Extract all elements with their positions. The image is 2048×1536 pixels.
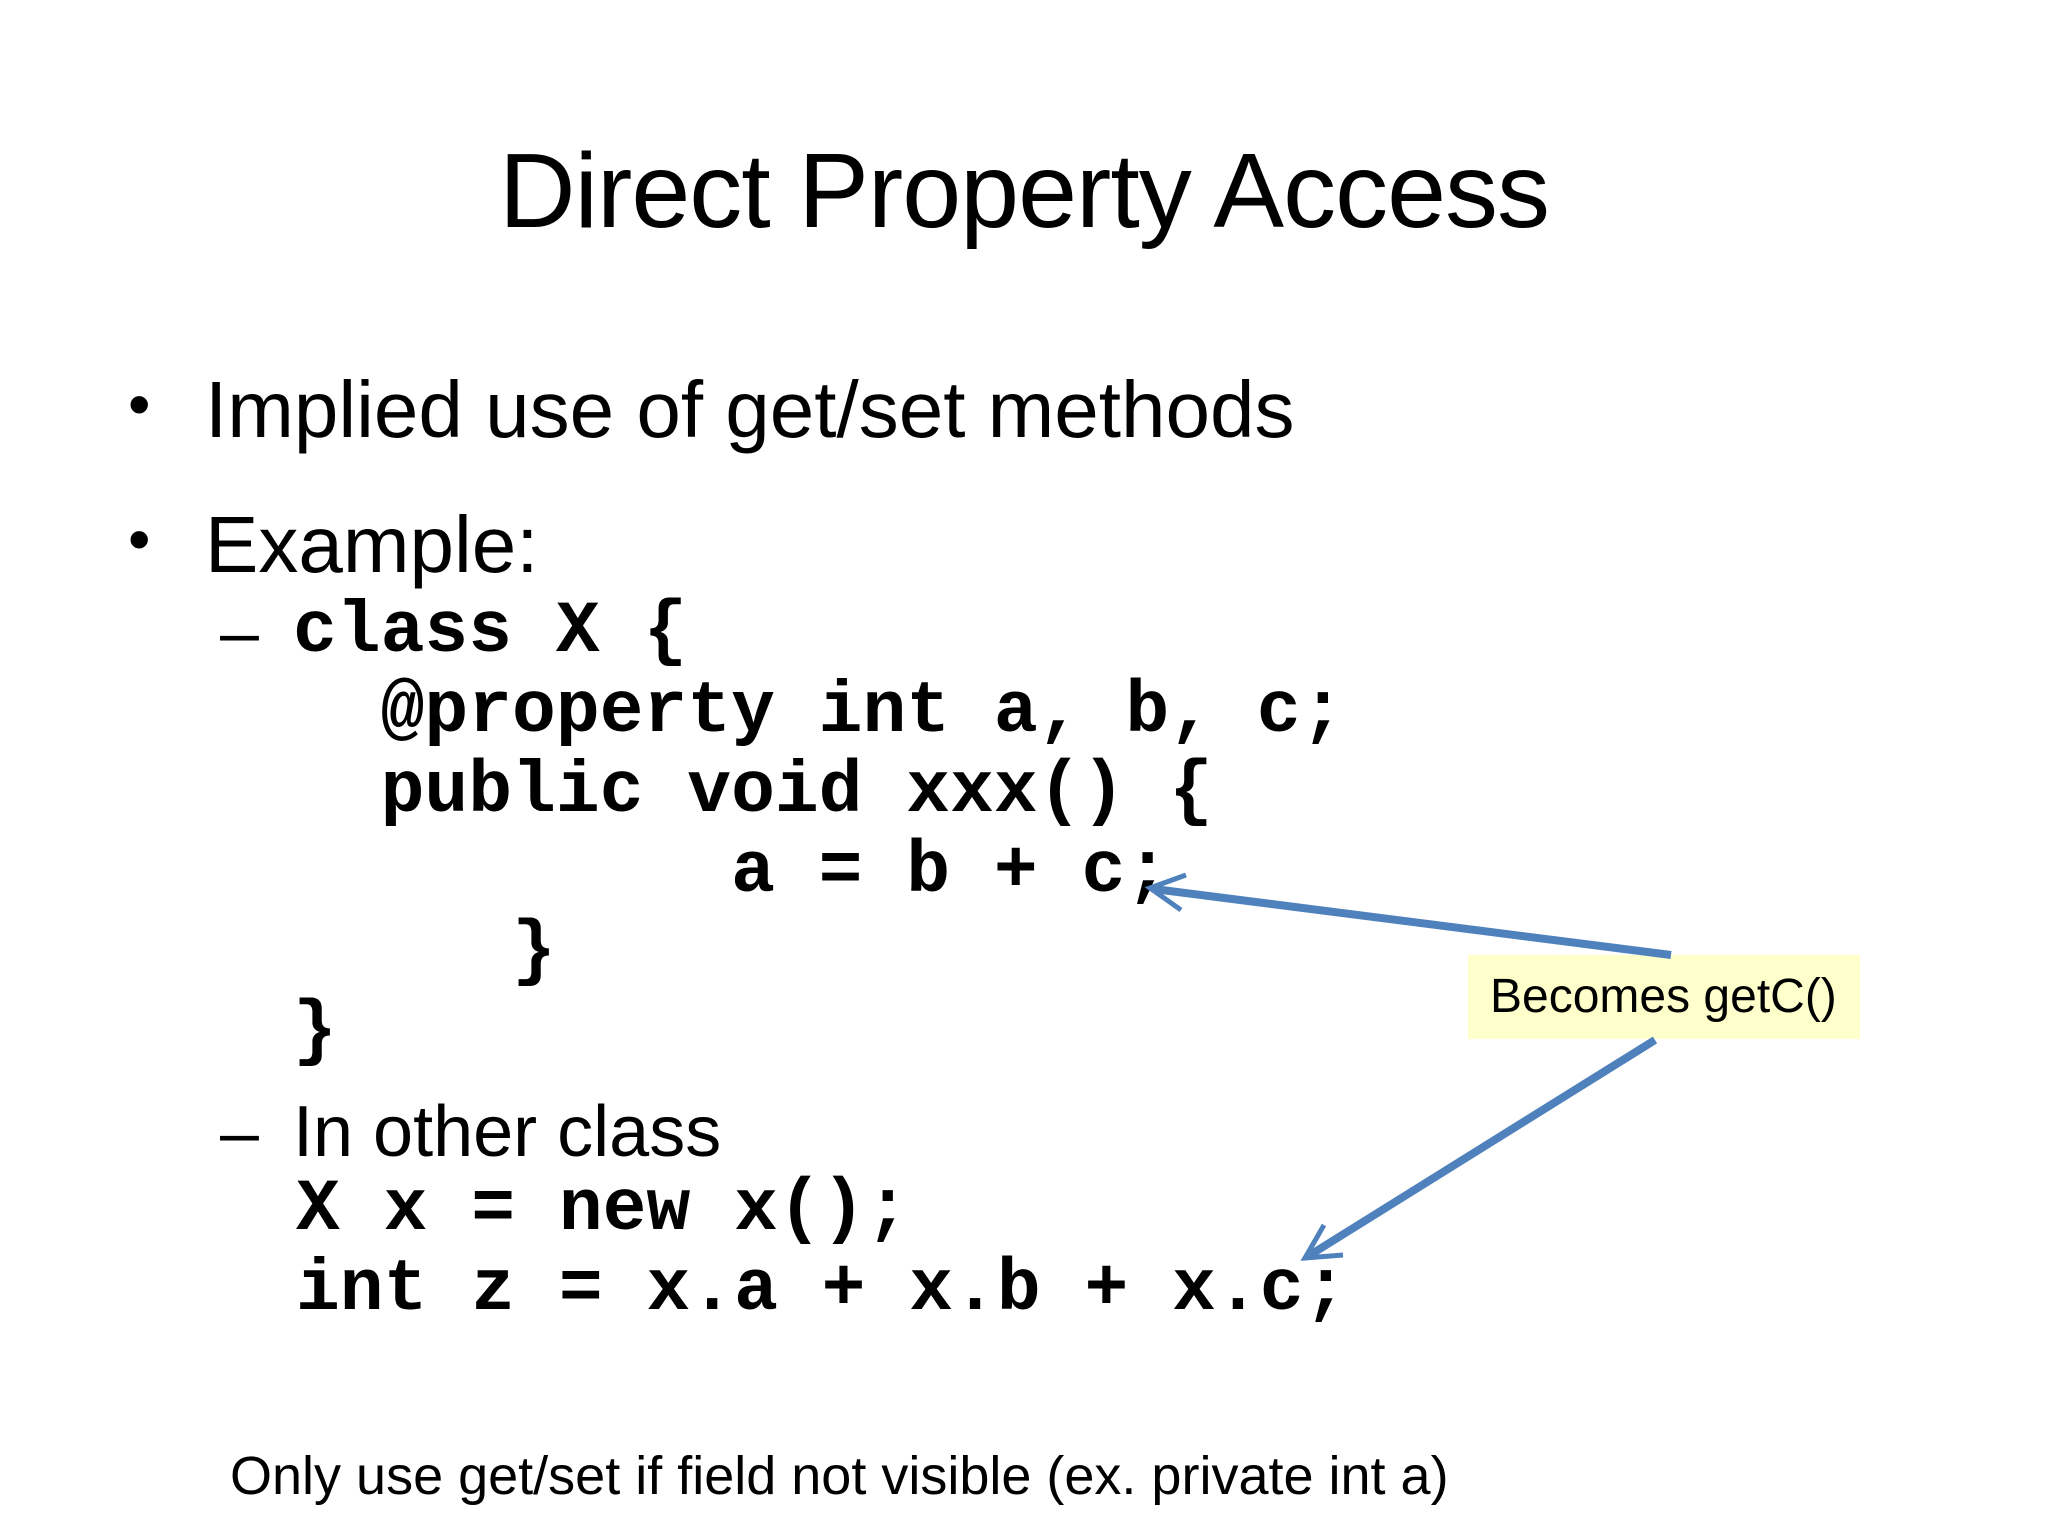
code-block-class-definition: class X { @property int a, b, c; public …: [293, 590, 1345, 1073]
callout-becomes-getc: Becomes getC(): [1468, 955, 1860, 1039]
bullet-dot-icon: •: [128, 503, 151, 575]
bullet-item-implied-use: • Implied use of get/set methods: [128, 366, 1295, 454]
slide-title: Direct Property Access: [498, 132, 1550, 250]
callout-text: Becomes getC(): [1490, 970, 1837, 1023]
sub-bullet-dash-icon: –: [220, 593, 259, 671]
sub-bullet-dash-icon: –: [220, 1093, 259, 1171]
bullet-item-example: • Example:: [128, 501, 538, 589]
sub-bullet-label-in-other-class: In other class: [293, 1092, 722, 1172]
code-block-usage: X x = new x(); int z = x.a + x.b + x.c;: [296, 1168, 1348, 1331]
bullet-text: Example:: [205, 500, 539, 589]
footnote: Only use get/set if field not visible (e…: [230, 1446, 1449, 1506]
bullet-text: Implied use of get/set methods: [205, 365, 1295, 454]
arrow-to-xc-usage: [1300, 1036, 1658, 1261]
bullet-dot-icon: •: [128, 368, 151, 440]
